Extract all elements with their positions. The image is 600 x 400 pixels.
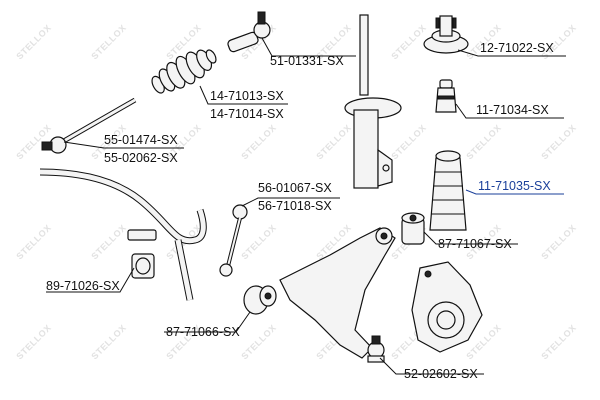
watermark: STELLOX — [539, 323, 578, 362]
stabilizer-bar-part[interactable] — [39, 168, 207, 301]
watermark: STELLOX — [389, 123, 428, 162]
dust-boot-part[interactable] — [429, 150, 467, 231]
lower-silent-block-part[interactable] — [243, 285, 277, 315]
inner-tie-rod-part[interactable] — [41, 97, 137, 154]
steering-knuckle-part[interactable] — [411, 261, 483, 353]
label-55-01474[interactable]: 55-01474-SX — [104, 133, 178, 147]
bump-stop-part[interactable] — [435, 79, 457, 113]
leader-lines — [46, 37, 566, 375]
label-14-71014[interactable]: 14-71014-SX — [210, 107, 284, 121]
watermark: STELLOX — [14, 323, 53, 362]
watermark: STELLOX — [89, 323, 128, 362]
label-14-71013[interactable]: 14-71013-SX — [210, 89, 284, 103]
watermark: STELLOX — [14, 23, 53, 62]
watermark: STELLOX — [239, 223, 278, 262]
watermark: STELLOX — [239, 323, 278, 362]
watermark: STELLOX — [14, 223, 53, 262]
silent-block-part[interactable] — [401, 212, 425, 245]
label-55-02062[interactable]: 55-02062-SX — [104, 151, 178, 165]
watermark: STELLOX — [239, 123, 278, 162]
strut-mount-part[interactable] — [423, 15, 469, 54]
stabilizer-link-part[interactable] — [219, 204, 248, 277]
label-56-01067[interactable]: 56-01067-SX — [258, 181, 332, 195]
watermark: STELLOX — [314, 123, 353, 162]
tie-rod-end-part[interactable] — [227, 11, 271, 53]
control-arm-part[interactable] — [279, 227, 396, 359]
label-89-71026[interactable]: 89-71026-SX — [46, 279, 120, 293]
watermark: STELLOX — [89, 223, 128, 262]
label-87-71066[interactable]: 87-71066-SX — [166, 325, 240, 339]
watermark: STELLOX — [389, 23, 428, 62]
label-11-71034[interactable]: 11-71034-SX — [476, 103, 549, 117]
part-labels: 51-01331-SX 12-71022-SX 14-71013-SX 14-7… — [46, 41, 554, 381]
watermark: STELLOX — [89, 23, 128, 62]
watermark: STELLOX — [464, 123, 503, 162]
label-52-02602[interactable]: 52-02602-SX — [404, 367, 478, 381]
stabilizer-bushing-part[interactable] — [127, 229, 157, 279]
steering-rack-boot-part[interactable] — [147, 41, 222, 100]
label-51-01331[interactable]: 51-01331-SX — [270, 54, 344, 68]
ball-joint-part[interactable] — [367, 335, 385, 363]
label-56-71018[interactable]: 56-71018-SX — [258, 199, 332, 213]
label-87-71067[interactable]: 87-71067-SX — [438, 237, 512, 251]
label-12-71022[interactable]: 12-71022-SX — [480, 41, 554, 55]
strut-part[interactable] — [344, 14, 402, 189]
watermark: STELLOX — [539, 223, 578, 262]
watermark: STELLOX — [539, 123, 578, 162]
label-11-71035[interactable]: 11-71035-SX — [478, 179, 551, 193]
